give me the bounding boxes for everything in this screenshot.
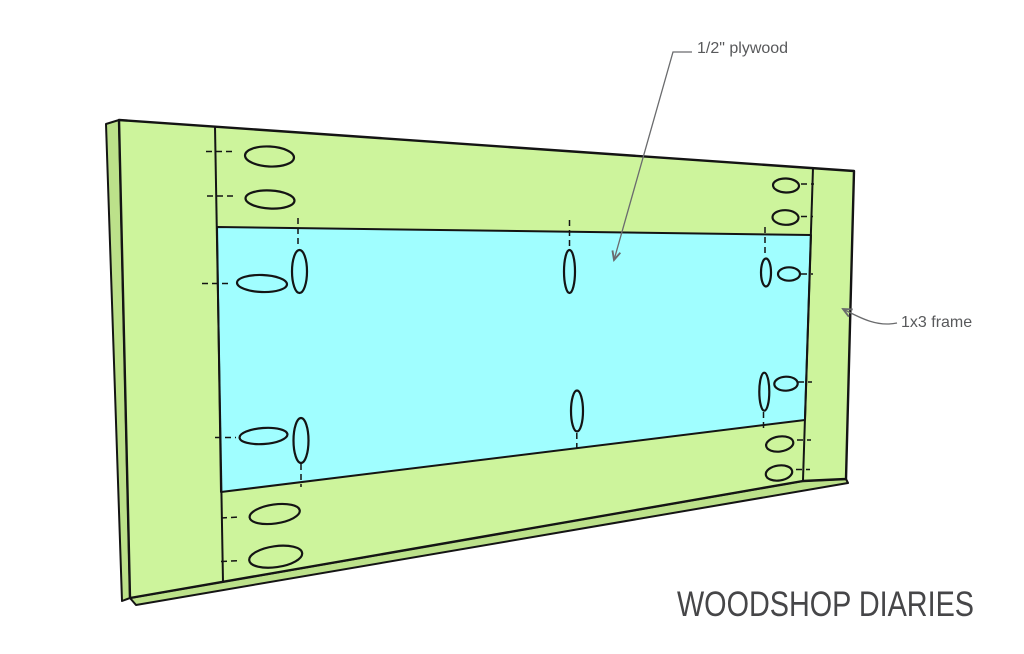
pocket-hole bbox=[569, 389, 585, 433]
pocket-hole bbox=[290, 248, 309, 295]
pocket-holes bbox=[235, 145, 802, 569]
centerline-dash bbox=[220, 559, 242, 563]
pocket-hole bbox=[244, 189, 296, 210]
pocket-hole bbox=[764, 464, 794, 482]
frame-leader-line bbox=[843, 309, 898, 325]
right-stile-joint-line bbox=[802, 167, 814, 481]
pocket-hole bbox=[759, 257, 773, 288]
left-stile-joint-line bbox=[214, 126, 224, 583]
pocket-hole bbox=[238, 426, 289, 446]
centerline-dashes bbox=[202, 150, 814, 563]
pocket-hole bbox=[773, 375, 799, 392]
pocket-hole bbox=[771, 209, 800, 226]
pocket-hole bbox=[248, 502, 301, 526]
pocket-hole bbox=[764, 435, 795, 453]
centerline-dash bbox=[220, 516, 240, 519]
watermark: WOODSHOP DIARIES bbox=[677, 585, 974, 624]
pocket-hole bbox=[758, 371, 771, 412]
plywood-label: 1/2" plywood bbox=[697, 40, 788, 57]
pocket-hole bbox=[248, 544, 304, 569]
pocket-hole bbox=[243, 145, 296, 168]
pocket-hole bbox=[235, 273, 289, 294]
pocket-hole bbox=[776, 266, 802, 282]
pocket-hole bbox=[562, 248, 577, 295]
plywood-leader-line bbox=[614, 51, 692, 260]
frame-label: 1x3 frame bbox=[901, 314, 972, 331]
pocket-hole bbox=[771, 177, 801, 194]
pocket-hole bbox=[292, 416, 310, 465]
